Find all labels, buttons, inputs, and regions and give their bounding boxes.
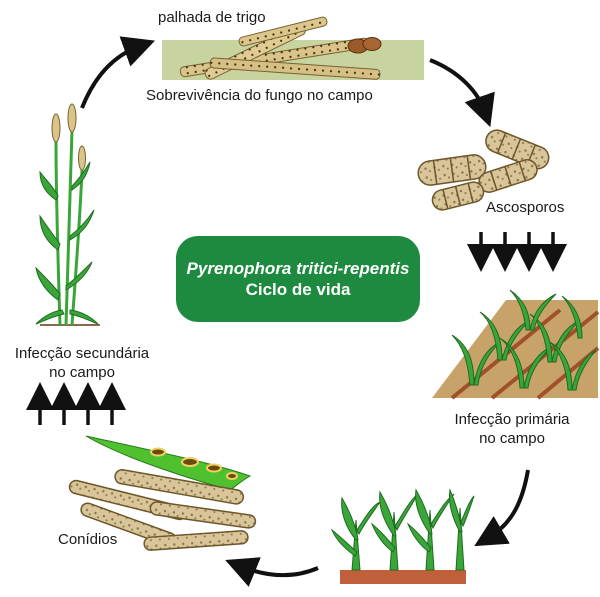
wheat-straw-illustration bbox=[162, 16, 424, 80]
arrow-straw-to-ascospores bbox=[429, 58, 495, 128]
secondary-infection-label: Infecção secundária no campo bbox=[2, 344, 162, 382]
primary-infection-line2: no campo bbox=[479, 430, 545, 447]
straw-label: palhada de trigo bbox=[158, 9, 266, 26]
secondary-infection-arrows bbox=[26, 382, 126, 425]
arrow-seedlings-to-conidia bbox=[225, 557, 319, 587]
life-cycle-subtitle: Ciclo de vida bbox=[245, 280, 351, 299]
survival-label: Sobrevivência do fungo no campo bbox=[146, 87, 373, 104]
species-name: Pyrenophora tritici-repentis bbox=[186, 259, 410, 278]
secondary-infection-line2: no campo bbox=[49, 364, 115, 381]
secondary-infection-line1: Infecção secundária bbox=[14, 345, 150, 362]
infected-leaf-illustration bbox=[85, 435, 252, 491]
primary-infection-line1: Infecção primária bbox=[454, 411, 570, 428]
field-illustration bbox=[432, 289, 600, 400]
ascospore-release-arrows bbox=[467, 232, 567, 272]
conidia-illustration bbox=[68, 469, 257, 551]
arrow-primary-to-seedlings bbox=[474, 469, 530, 547]
ascospores-illustration bbox=[417, 129, 550, 211]
arrow-plant-to-straw bbox=[80, 36, 156, 109]
ascospores-label: Ascosporos bbox=[486, 199, 565, 216]
adult-wheat-plant-illustration bbox=[35, 103, 100, 326]
life-cycle-title-box: Pyrenophora tritici-repentis Ciclo de vi… bbox=[176, 236, 420, 322]
young-plants-illustration bbox=[330, 488, 475, 584]
primary-infection-label: Infecção primária no campo bbox=[440, 410, 584, 448]
conidia-label: Conídios bbox=[58, 531, 118, 548]
